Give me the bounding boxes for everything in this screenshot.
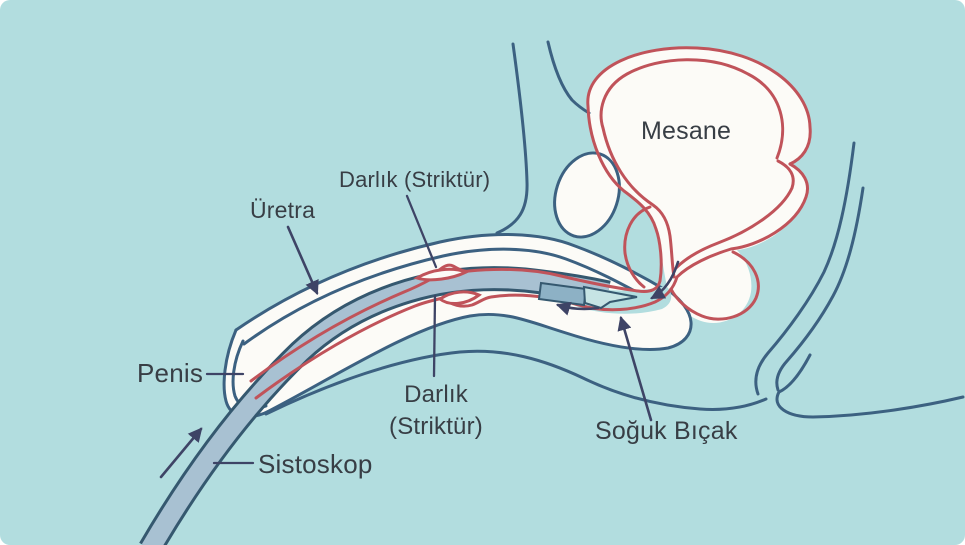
stricture-fold-bottom bbox=[437, 290, 482, 305]
pointer-lines bbox=[205, 194, 438, 465]
darlik-top-pointer-line bbox=[405, 194, 438, 269]
label-uretra: Üretra bbox=[250, 197, 316, 223]
perineal-inner-line bbox=[263, 291, 693, 415]
label-darlik-striktur-top: Darlık (Striktür) bbox=[339, 167, 491, 192]
rectum-line-back bbox=[775, 186, 865, 392]
stricture-fold-top bbox=[413, 267, 470, 282]
scope-working-segment bbox=[537, 281, 588, 307]
arrows bbox=[159, 225, 680, 479]
darlik-bottom-pointer-line bbox=[432, 294, 437, 378]
rectum-line-front bbox=[754, 141, 856, 396]
bladder-prostate-tissue bbox=[587, 47, 811, 323]
cold-knife-blade bbox=[582, 285, 638, 310]
scrotum-perineum-line bbox=[264, 349, 768, 416]
abdominal-fold-line bbox=[546, 40, 591, 115]
label-darlik-line2: (Striktür) bbox=[389, 412, 483, 440]
prostate-lobe-left bbox=[623, 205, 652, 289]
label-soguk-bicak: Soğuk Bıçak bbox=[595, 417, 738, 445]
ear-fold-inner-line bbox=[674, 159, 795, 270]
cutting-direction-arrow bbox=[555, 301, 600, 316]
pubic-bone bbox=[553, 151, 621, 239]
abdominal-wall-line bbox=[495, 42, 529, 235]
label-sistoskop: Sistoskop bbox=[258, 449, 373, 479]
buttock-fold-line bbox=[775, 353, 965, 419]
flow-direction-arrow bbox=[650, 260, 680, 300]
prostate-lobe-right bbox=[669, 250, 760, 321]
penis-upper-inner-line bbox=[242, 247, 644, 346]
label-darlik-striktur-bottom: Darlık (Striktür) bbox=[366, 379, 506, 442]
scope-insertion-arrow bbox=[159, 427, 203, 479]
soguk-bicak-pointer-arrow bbox=[617, 315, 653, 422]
bladder-inner-wall bbox=[599, 58, 785, 279]
uretra-pointer-arrow bbox=[286, 225, 319, 295]
label-darlik-line1: Darlık bbox=[404, 381, 468, 408]
label-mesane: Mesane bbox=[641, 117, 732, 145]
label-penis: Penis bbox=[137, 358, 204, 388]
